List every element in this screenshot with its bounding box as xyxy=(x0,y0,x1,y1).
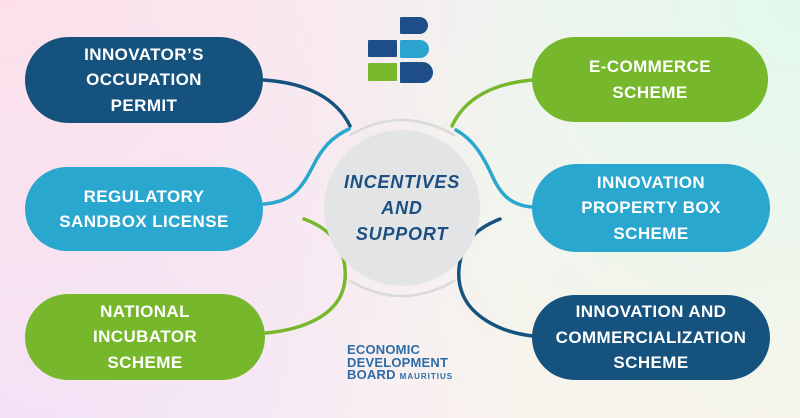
node-label: REGULATORY SANDBOX LICENSE xyxy=(59,186,229,232)
central-hub-title: INCENTIVES AND SUPPORT xyxy=(344,169,460,247)
node-label: INNOVATION PROPERTY BOX SCHEME xyxy=(581,172,721,243)
node-national-incubator-scheme: NATIONAL INCUBATOR SCHEME xyxy=(25,294,265,380)
node-label: INNOVATOR’S OCCUPATION PERMIT xyxy=(84,44,204,115)
connector-e-commerce-scheme xyxy=(450,78,534,128)
wordmark-line3: BOARD xyxy=(347,367,396,382)
node-innovation-and-commercialization-scheme: INNOVATION AND COMMERCIALIZATION SCHEME xyxy=(532,295,770,380)
node-innovation-property-box-scheme: INNOVATION PROPERTY BOX SCHEME xyxy=(532,164,770,252)
connector-innovation-property-box-scheme xyxy=(454,128,534,209)
hub-title-line3: SUPPORT xyxy=(355,224,449,245)
node-label: E-COMMERCE SCHEME xyxy=(588,57,712,102)
wordmark-line1: ECONOMIC xyxy=(347,342,421,357)
logo-blue-square xyxy=(368,40,397,57)
logo-bottom-d-shape xyxy=(400,62,433,83)
logo-green-square xyxy=(368,63,397,81)
central-hub-circle: INCENTIVES AND SUPPORT xyxy=(324,130,480,286)
hub-ring-top-arc xyxy=(348,118,456,137)
edb-wordmark: ECONOMIC DEVELOPMENT BOARD MAURITIUS xyxy=(347,342,454,382)
wordmark-suffix: MAURITIUS xyxy=(399,372,454,381)
connector-innovators-occupation-permit xyxy=(262,78,352,128)
connector-regulatory-sandbox-license xyxy=(262,127,351,206)
hub-title-line1: INCENTIVES xyxy=(343,171,461,192)
node-innovators-occupation-permit: INNOVATOR’S OCCUPATION PERMIT xyxy=(25,37,263,123)
logo-middle-d-shape xyxy=(400,40,429,58)
node-label: NATIONAL INCUBATOR SCHEME xyxy=(92,301,198,372)
connector-national-incubator-scheme xyxy=(264,217,347,335)
hub-title-line2: AND xyxy=(381,197,423,218)
hub-ring-bottom-arc xyxy=(348,279,456,298)
node-label: INNOVATION AND COMMERCIALIZATION SCHEME xyxy=(555,302,747,373)
connector-innovation-and-commercialization-scheme xyxy=(457,217,535,338)
edb-logo-icon xyxy=(358,16,438,88)
node-regulatory-sandbox-license: REGULATORY SANDBOX LICENSE xyxy=(25,167,263,251)
logo-top-d-shape xyxy=(400,17,428,34)
wordmark-line2: DEVELOPMENT xyxy=(347,354,449,370)
node-e-commerce-scheme: E-COMMERCE SCHEME xyxy=(532,37,768,122)
